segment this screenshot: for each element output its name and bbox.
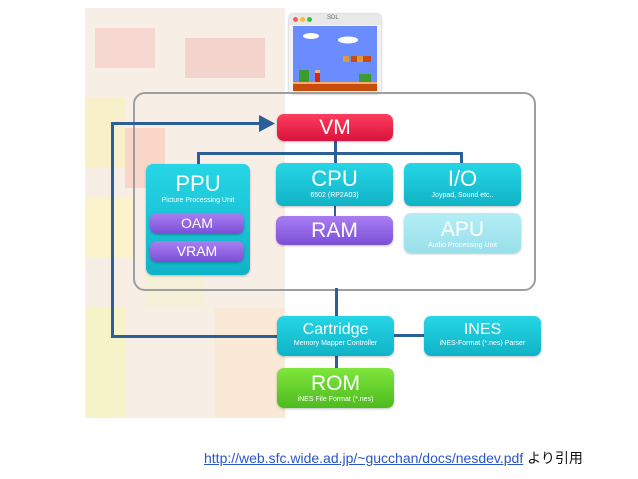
ines-label: INES <box>463 321 502 338</box>
connector-frame-cartridge <box>335 288 338 316</box>
cpu-sublabel: 6502 (RP2A03) <box>310 192 359 199</box>
oam-label: OAM <box>181 215 213 231</box>
apu-box: APU Audio Processing Unit <box>404 213 521 253</box>
apu-sublabel: Audio Processing Unit <box>428 242 497 249</box>
connector-to-cpu <box>334 152 337 164</box>
close-dot-icon <box>293 17 298 22</box>
io-box: I/O Joypad, Sound etc.. <box>404 163 521 206</box>
connector-to-ppu <box>197 152 200 164</box>
mario-game-icon <box>293 26 377 91</box>
maximize-dot-icon <box>307 17 312 22</box>
ram-label: RAM <box>311 219 358 242</box>
cartridge-sublabel: Memory Mapper Controller <box>293 340 378 347</box>
citation-suffix: より引用 <box>523 450 583 466</box>
game-screen <box>293 26 377 91</box>
ines-sublabel: iNES-Format (*.nes) Parser <box>439 340 526 347</box>
connector-return-top <box>111 122 263 125</box>
rom-box: ROM iNES File Format (*.nes) <box>277 368 394 408</box>
cpu-box: CPU 6502 (RP2A03) <box>276 163 393 206</box>
cartridge-box: Cartridge Memory Mapper Controller <box>277 316 394 356</box>
vm-label: VM <box>319 116 351 139</box>
window-title: SDL <box>327 15 339 21</box>
emulator-frame <box>133 92 536 291</box>
cpu-label: CPU <box>311 166 358 191</box>
rom-sublabel: iNES File Format (*.nes) <box>297 396 374 403</box>
apu-label: APU <box>440 218 485 241</box>
arrow-right-icon <box>259 115 275 132</box>
io-sublabel: Joypad, Sound etc.. <box>431 192 494 199</box>
io-label: I/O <box>447 166 478 191</box>
oam-box: OAM <box>150 213 244 234</box>
connector-cpu-ram <box>334 206 336 216</box>
connector-cartridge-rom <box>335 356 338 368</box>
cartridge-label: Cartridge <box>302 321 369 338</box>
rom-label: ROM <box>311 372 360 395</box>
connector-return-vertical <box>111 122 114 338</box>
ines-box: INES iNES-Format (*.nes) Parser <box>424 316 541 356</box>
citation: http://web.sfc.wide.ad.jp/~gucchan/docs/… <box>204 448 583 468</box>
emulator-window: SDL <box>289 14 381 94</box>
ram-box: RAM <box>276 216 393 245</box>
window-titlebar: SDL <box>289 14 381 25</box>
connector-bus-horizontal <box>197 152 460 155</box>
vram-label: VRAM <box>176 243 218 259</box>
connector-return-bottom <box>111 335 277 338</box>
connector-to-io <box>460 152 463 164</box>
vm-box: VM <box>277 114 393 141</box>
connector-vm-down <box>334 140 337 154</box>
ppu-label: PPU <box>175 171 221 196</box>
minimize-dot-icon <box>300 17 305 22</box>
vram-box: VRAM <box>150 241 244 262</box>
ppu-sublabel: Picture Processing Unit <box>161 197 235 204</box>
connector-cartridge-ines <box>394 334 424 337</box>
citation-link[interactable]: http://web.sfc.wide.ad.jp/~gucchan/docs/… <box>204 450 524 466</box>
background-pixel-art <box>85 8 285 418</box>
